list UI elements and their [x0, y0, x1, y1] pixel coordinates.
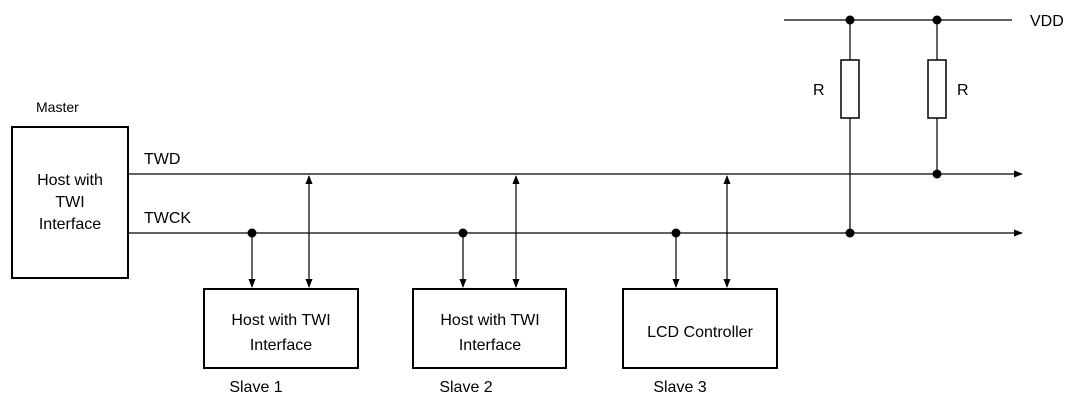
- master-box: [11, 126, 129, 279]
- master-label-line-3: Interface: [39, 216, 101, 233]
- master-label-line-2: TWI: [55, 194, 84, 211]
- slave-2-box: [412, 288, 567, 369]
- slave-1: Host with TWI Interface Slave 1: [203, 175, 359, 396]
- pull-up-resistor-twck: R: [813, 15, 860, 238]
- slave-2-label-line-1: Host with TWI: [440, 312, 539, 329]
- master-caption: Master: [36, 99, 79, 115]
- slave-1-caption: Slave 1: [229, 379, 282, 396]
- slave-3-label-line-1: LCD Controller: [647, 324, 753, 341]
- twck-label: TWCK: [144, 210, 191, 227]
- junction-dot: [247, 228, 257, 238]
- slave-3-box: [622, 288, 778, 369]
- resistor-label: R: [813, 82, 825, 99]
- junction-dot: [458, 228, 468, 238]
- junction-dot: [845, 15, 855, 25]
- slave-3-caption: Slave 3: [653, 379, 706, 396]
- slave-2: Host with TWI Interface Slave 2: [412, 175, 567, 396]
- resistor-label: R: [957, 82, 969, 99]
- junction-dot: [932, 15, 942, 25]
- slave-2-label-line-2: Interface: [459, 337, 521, 354]
- slave-1-label-line-1: Host with TWI: [231, 312, 330, 329]
- slave-1-label-line-2: Interface: [250, 337, 312, 354]
- vdd-label: VDD: [1030, 13, 1064, 30]
- master-label-line-1: Host with: [37, 172, 103, 189]
- junction-dot: [671, 228, 681, 238]
- twd-label: TWD: [144, 151, 180, 168]
- pull-up-resistor-twd: R: [927, 15, 969, 179]
- slave-2-caption: Slave 2: [439, 379, 492, 396]
- slave-1-box: [203, 288, 359, 369]
- slave-3: LCD Controller Slave 3: [622, 175, 778, 396]
